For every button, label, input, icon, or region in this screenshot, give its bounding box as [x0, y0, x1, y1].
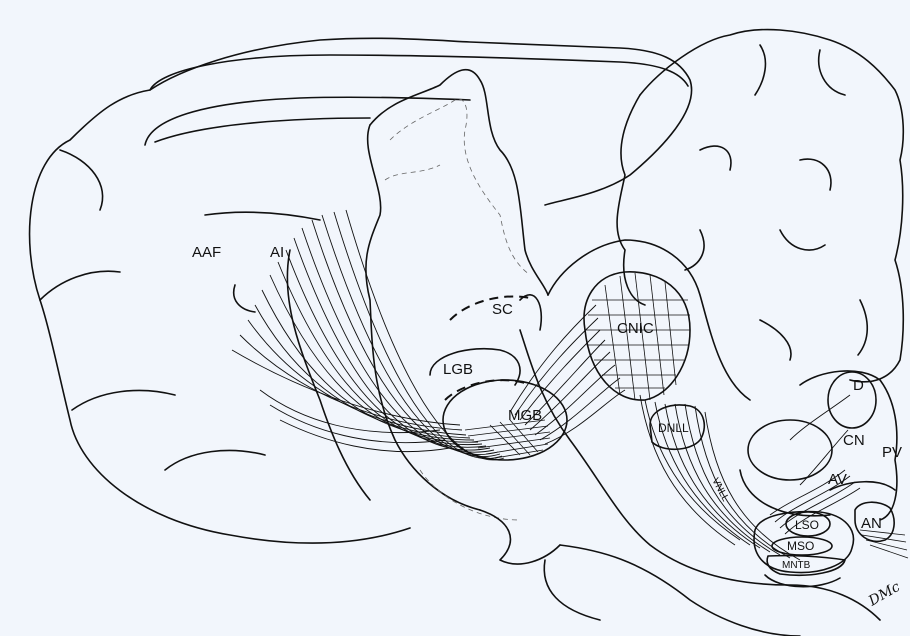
label-mntb: MNTB: [782, 560, 811, 571]
cerebrum-lower-outline: [40, 300, 410, 543]
label-dnll: DNLL: [658, 421, 689, 435]
lgb-dashed: [445, 380, 525, 400]
artist-signature: DMc: [865, 579, 903, 610]
label-d: D: [853, 377, 864, 394]
ventricle-shape: [748, 420, 832, 480]
label-av: AV: [828, 471, 847, 488]
label-cn: CN: [843, 432, 865, 449]
corpus-callosum-lower: [145, 97, 470, 145]
label-lso: LSO: [795, 518, 819, 532]
cerebrum-outline: [30, 38, 692, 300]
label-an: AN: [861, 515, 882, 532]
label-mso: MSO: [787, 539, 814, 553]
label-aaf: AAF: [192, 244, 221, 261]
label-mgb: MGB: [508, 407, 542, 424]
label-cnic: CNIC: [617, 320, 654, 337]
label-ai: AI: [270, 244, 284, 261]
an-fibers: [860, 530, 908, 558]
label-sc: SC: [492, 301, 513, 318]
sc-dashed: [450, 296, 530, 320]
cerebellum-outline: [640, 30, 903, 382]
label-lgb: LGB: [443, 361, 473, 378]
corpus-callosum-upper: [150, 55, 688, 90]
label-pv: PV: [882, 444, 902, 461]
midline-cortex: [370, 70, 548, 295]
